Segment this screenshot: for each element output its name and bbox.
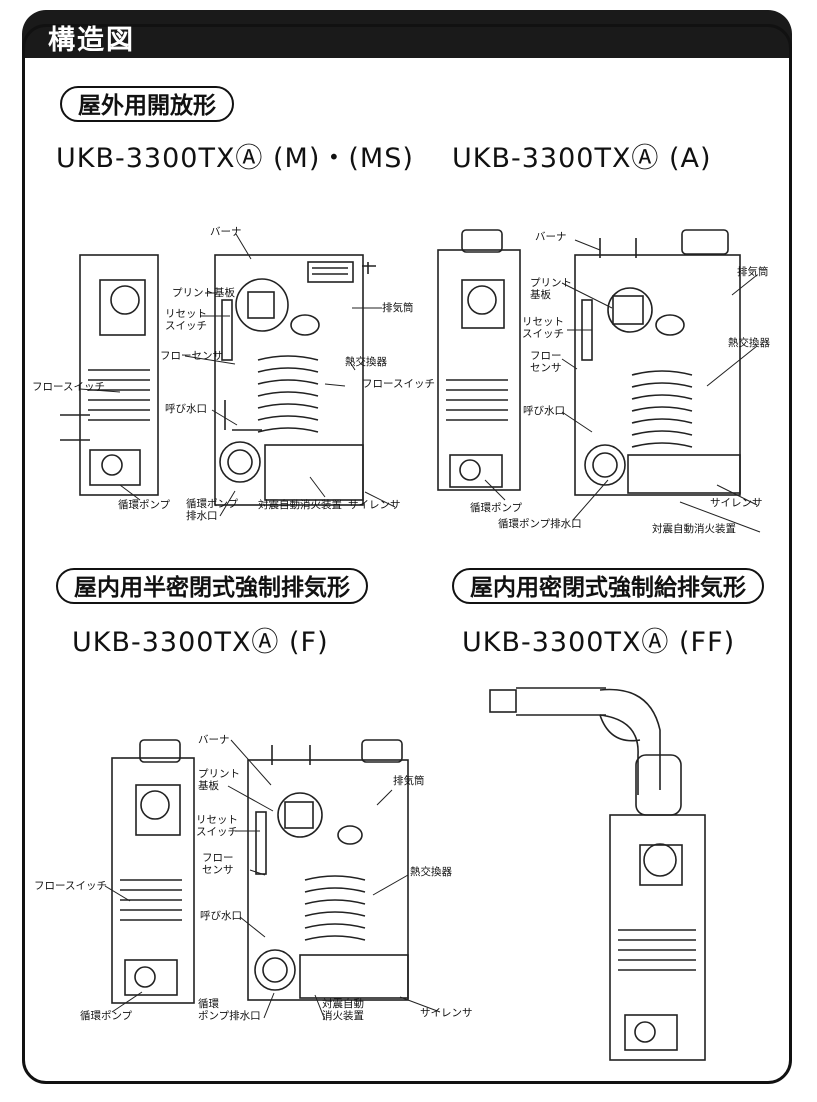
- label-print-board-2: プリント 基板: [530, 277, 572, 301]
- label-circ-pump-drain-2: 循環ポンプ排水口: [498, 518, 582, 530]
- label-flow-switch-1: フロースイッチ: [32, 381, 105, 393]
- label-quake-extinguisher-1: 対震自動消火装置: [258, 499, 342, 511]
- label-burner-3: バーナ: [198, 734, 230, 746]
- label-flow-sensor-1: フローセンサ: [160, 350, 223, 362]
- leader-lines: [79, 233, 761, 1021]
- label-silencer-1: サイレンサ: [348, 499, 401, 511]
- diagram-a-side: [437, 229, 521, 491]
- label-burner-1: バーナ: [210, 226, 242, 238]
- label-priming-port-2: 呼び水口: [523, 405, 565, 417]
- model-name-f: UKB-3300TXⒶ (F): [72, 627, 329, 658]
- label-flow-switch-3: フロースイッチ: [34, 880, 107, 892]
- label-reset-switch-2: リセット スイッチ: [522, 316, 564, 340]
- label-exhaust-pipe-3: 排気筒: [393, 775, 425, 787]
- label-silencer-2: サイレンサ: [710, 497, 763, 509]
- section-heading-indoor-semi-closed: 屋内用半密閉式強制排気形: [56, 568, 368, 604]
- label-heat-exchanger-2: 熱交換器: [728, 337, 770, 349]
- label-silencer-3: サイレンサ: [420, 1007, 473, 1019]
- label-flow-sensor-2: フロー センサ: [530, 350, 562, 374]
- diagram-ff: [489, 687, 706, 1061]
- label-circ-pump-3: 循環ポンプ: [80, 1010, 133, 1022]
- label-reset-switch-1: リセット スイッチ: [165, 308, 207, 332]
- model-name-a: UKB-3300TXⒶ (A): [452, 143, 712, 174]
- label-heat-exchanger-3: 熱交換器: [410, 866, 452, 878]
- model-name-m-ms: UKB-3300TXⒶ (M)・(MS): [56, 143, 414, 174]
- label-quake-extinguisher-3: 対震自動 消火装置: [322, 998, 364, 1022]
- label-circ-pump-1: 循環ポンプ: [118, 499, 171, 511]
- label-print-board-1: プリント基板: [172, 287, 235, 299]
- label-print-board-3: プリント 基板: [198, 768, 240, 792]
- label-quake-extinguisher-2: 対震自動消火装置: [652, 523, 736, 535]
- page-title: 構造図: [48, 25, 135, 56]
- section-heading-outdoor-open: 屋外用開放形: [60, 86, 234, 122]
- header-tab: [22, 10, 792, 58]
- diagram-m-ms-front: [214, 254, 376, 506]
- label-flow-sensor-3: フロー センサ: [202, 852, 234, 876]
- label-circ-pump-drain-3: 循環 ポンプ排水口: [198, 998, 261, 1022]
- label-reset-switch-3: リセット スイッチ: [196, 814, 238, 838]
- diagram-f-front: [247, 739, 409, 1001]
- diagram-f-side: [111, 739, 195, 1004]
- label-exhaust-pipe-2: 排気筒: [737, 266, 769, 278]
- model-name-ff: UKB-3300TXⒶ (FF): [462, 627, 736, 658]
- diagram-m-ms-side: [60, 254, 159, 496]
- label-heat-exchanger-1: 熱交換器: [345, 356, 387, 368]
- label-priming-port-1: 呼び水口: [165, 403, 207, 415]
- label-exhaust-pipe-1: 排気筒: [382, 302, 414, 314]
- label-burner-2: バーナ: [535, 231, 567, 243]
- section-heading-indoor-closed: 屋内用密閉式強制給排気形: [452, 568, 764, 604]
- label-circ-pump-2: 循環ポンプ: [470, 502, 523, 514]
- diagram-a-front: [574, 229, 741, 496]
- content-frame: [22, 24, 792, 1084]
- label-priming-port-3: 呼び水口: [200, 910, 242, 922]
- label-flow-switch-1b: フロースイッチ: [362, 378, 435, 390]
- label-circ-pump-drain-1: 循環ポンプ 排水口: [186, 498, 239, 522]
